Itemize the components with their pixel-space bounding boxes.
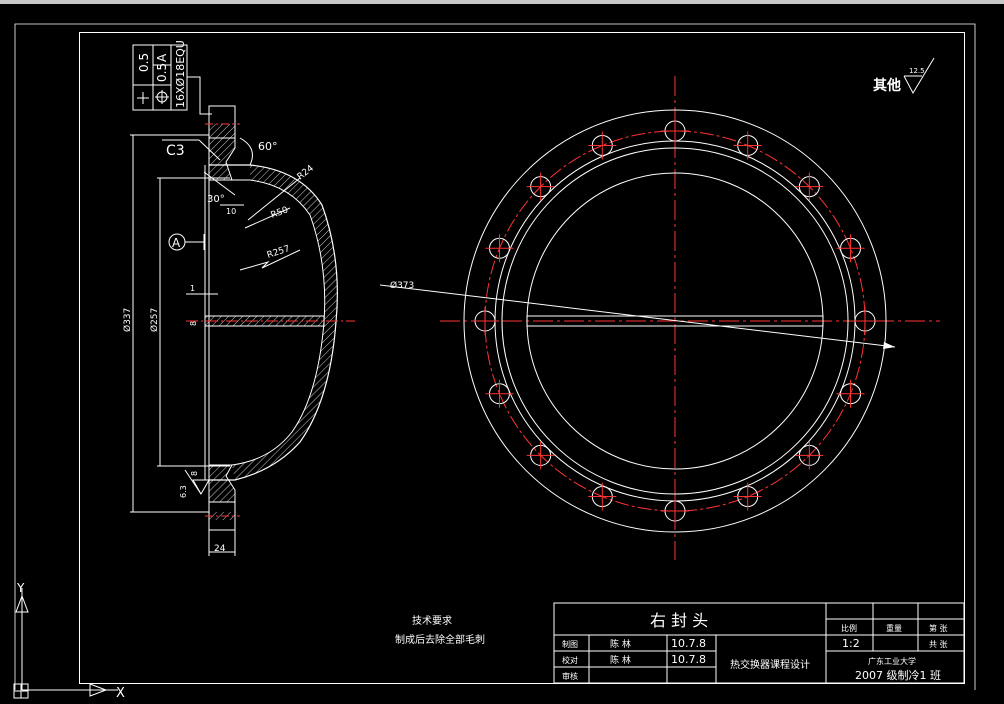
- radius-50: R50: [270, 205, 290, 221]
- bolt-hole: [836, 234, 865, 263]
- title-block: [553, 602, 965, 684]
- dim-8-low: 8: [190, 471, 199, 476]
- window-top-edge: [0, 0, 1004, 4]
- front-view: Ø373: [379, 76, 940, 560]
- section-view: 0.5 A 0.5 16XØ18EQU Ø337 Ø257: [122, 40, 355, 556]
- title-block-text: 右 封 头 比例 重量 第 张 1:2 共 张 制图 陈 林 10.7.8 校对…: [562, 611, 948, 682]
- scale-value: 1:2: [842, 637, 860, 650]
- radius-24: R24: [296, 163, 316, 182]
- bolt-hole: [526, 441, 555, 470]
- tolerance-frame: 0.5 A 0.5 16XØ18EQU: [132, 40, 212, 115]
- radius-257: R257: [266, 244, 291, 261]
- dim-373: Ø373: [390, 280, 414, 291]
- project-name: 热交换器课程设计: [730, 658, 810, 671]
- roughness-note-text: 其他: [873, 77, 901, 94]
- bolt-hole: [661, 117, 689, 145]
- tech-req-title: 技术要求: [412, 614, 452, 627]
- drawing-frame: [79, 32, 965, 684]
- checked-label: 校对: [562, 655, 578, 665]
- part-name: 右 封 头: [650, 611, 708, 630]
- school-name: 广东工业大学: [868, 656, 916, 666]
- weight-label: 重量: [886, 623, 902, 633]
- tolerance-datum: A: [155, 53, 169, 62]
- dim-257: Ø257: [149, 308, 160, 332]
- drawn-label: 制图: [562, 639, 578, 649]
- drawn-name: 陈 林: [610, 638, 631, 650]
- bolt-hole: [526, 172, 555, 201]
- holes-note: 16XØ18EQU: [174, 40, 187, 108]
- sheet-border: [14, 23, 976, 690]
- dim-1: 1: [190, 284, 195, 293]
- drawn-date: 10.7.8: [671, 637, 706, 650]
- angle-30: 30°: [207, 194, 225, 205]
- bolt-hole: [485, 379, 514, 408]
- tolerance-value-2: 0.5: [155, 63, 169, 82]
- bolt-hole: [733, 131, 762, 160]
- bolt-hole: [588, 131, 617, 160]
- checked-name: 陈 林: [610, 654, 631, 666]
- dim-24: 24: [214, 544, 226, 554]
- datum-a-label: A: [172, 236, 181, 250]
- bolt-hole: [836, 379, 865, 408]
- bolt-hole: [795, 172, 824, 201]
- tech-requirements: 技术要求 制成后去除全部毛刺: [395, 614, 485, 646]
- bolt-hole: [733, 482, 762, 511]
- tolerance-value-1: 0.5: [137, 53, 151, 72]
- bolt-holes: [471, 117, 879, 525]
- scale-label: 比例: [841, 623, 857, 633]
- dim-10: 10: [226, 207, 236, 216]
- dim-8-mid: 8: [189, 321, 198, 326]
- bolt-hole: [485, 234, 514, 263]
- ucs-y-label: Y: [16, 581, 25, 595]
- dim-337: Ø337: [122, 308, 133, 332]
- ucs-icon: Y X: [13, 581, 125, 701]
- bolt-hole: [588, 482, 617, 511]
- bolt-hole: [661, 497, 689, 525]
- sheet-label: 第 张: [929, 623, 948, 633]
- review-label: 审核: [562, 671, 578, 681]
- angle-60: 60°: [258, 140, 278, 153]
- roughness-note: 其他 12.5: [873, 57, 935, 95]
- roughness-low: 6.3: [179, 485, 188, 498]
- total-label: 共 张: [929, 640, 948, 649]
- bolt-hole: [795, 441, 824, 470]
- class-name: 2007 级制冷1 班: [855, 669, 941, 682]
- roughness-note-value: 12.5: [909, 67, 925, 75]
- chamfer-label: C3: [166, 143, 185, 159]
- bolt-hole: [851, 307, 879, 335]
- bolt-hole: [471, 307, 499, 335]
- checked-date: 10.7.8: [671, 653, 706, 666]
- ucs-x-label: X: [116, 686, 125, 701]
- tech-req-line1: 制成后去除全部毛刺: [395, 633, 485, 646]
